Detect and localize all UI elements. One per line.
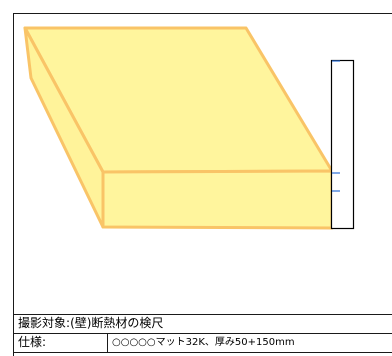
insulation-board (23, 26, 334, 230)
spec-value: ○○○○○マット32K、厚み50+150mm (107, 333, 392, 353)
spec-row: 仕様: ○○○○○マット32K、厚み50+150mm (14, 333, 392, 353)
ruler (330, 59, 355, 230)
diagram-area (14, 14, 392, 314)
subject-cell: 撮影対象:(壁)断熱材の検尺 (14, 314, 392, 334)
subject-separator: : (66, 316, 71, 330)
subject-value: (壁)断熱材の検尺 (70, 316, 164, 330)
spec-label: 仕様: (14, 333, 108, 353)
photo-frame (13, 13, 392, 356)
photo-info-table: 撮影対象:(壁)断熱材の検尺 仕様: ○○○○○マット32K、厚み50+150m… (14, 314, 392, 353)
ruler-body (330, 59, 355, 230)
subject-row: 撮影対象:(壁)断熱材の検尺 (14, 314, 392, 334)
board-front-face (101, 169, 334, 230)
subject-label: 撮影対象 (18, 316, 67, 330)
insulation-measurement-diagram (23, 26, 355, 230)
